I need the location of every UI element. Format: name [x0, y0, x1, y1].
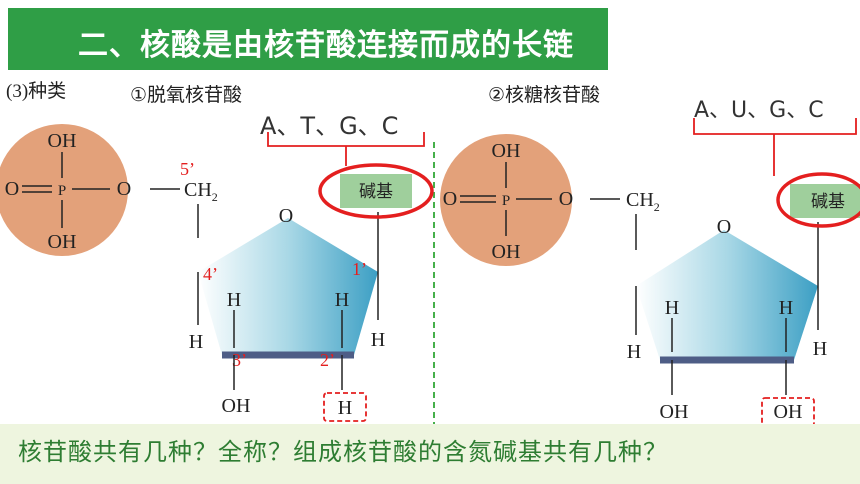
- pentose-ring: [636, 230, 818, 360]
- title-bar: 二、核酸是由核苷酸连接而成的长链: [8, 8, 608, 70]
- phosphate-oh-bottom: OH: [492, 241, 521, 263]
- h-c1-inner: H: [779, 297, 793, 319]
- carbon-2: 2’: [320, 350, 335, 370]
- ribo-bases: A、U、G、C: [694, 98, 824, 123]
- base-box-label: 碱基: [811, 192, 845, 211]
- question-text: 核苷酸共有几种？全称？组成核苷酸的含氮碱基共有几种？: [18, 438, 668, 466]
- carbon-3: 3’: [232, 350, 247, 370]
- ring-o: O: [717, 216, 731, 238]
- base-highlight: [318, 163, 434, 219]
- base-box: [340, 174, 412, 208]
- ch2-label: CH2: [626, 189, 660, 214]
- ribo-heading: ②核糖核苷酸: [488, 84, 601, 106]
- h-c4-inner: H: [227, 289, 241, 311]
- bases-bracket: [693, 118, 857, 176]
- carbon-1: 1’: [352, 259, 367, 279]
- carbon-5: 5’: [180, 159, 195, 179]
- base-box-label: 碱基: [359, 182, 393, 201]
- phosphate-circle: [0, 124, 128, 256]
- question-bar: [0, 424, 860, 484]
- page-title: 二、核酸是由核苷酸连接而成的长链: [78, 28, 574, 63]
- h-c1-outer: H: [371, 329, 385, 351]
- h-c1-inner: H: [335, 289, 349, 311]
- pentose-ring: [198, 218, 378, 355]
- phosphate-p: P: [502, 193, 510, 209]
- h-c2: H: [338, 397, 352, 419]
- h-c4-inner: H: [665, 297, 679, 319]
- carbon-4: 4’: [203, 264, 218, 284]
- phosphate-p: P: [58, 183, 66, 199]
- category-label: (3)种类: [6, 81, 67, 102]
- deoxy-nucleotide: OH O P O OH CH2 O 5’ 4’ 1’ 3’ 2’ H H H H…: [0, 124, 434, 422]
- phosphate-oh-bottom: OH: [48, 231, 77, 253]
- h-c4-outer: H: [627, 341, 641, 363]
- base-highlight: [776, 172, 860, 228]
- phosphate-oh-top: OH: [48, 130, 77, 152]
- phosphate-oh-top: OH: [492, 140, 521, 162]
- phosphate-o-right: O: [559, 188, 573, 210]
- ch2-label: CH2: [184, 179, 218, 204]
- oh-c3: OH: [660, 401, 689, 423]
- h-c2-highlight: [323, 392, 367, 422]
- deoxy-heading: ①脱氧核苷酸: [130, 84, 243, 106]
- ribo-nucleotide: OH O P O OH CH2 O H H H H OH OH 碱基: [440, 118, 860, 427]
- phosphate-o-right: O: [117, 178, 131, 200]
- oh-c3: OH: [222, 395, 251, 417]
- bases-bracket: [267, 132, 425, 166]
- phosphate-o-left: O: [443, 188, 457, 210]
- h-c1-outer: H: [813, 338, 827, 360]
- phosphate-circle: [440, 134, 572, 266]
- h-c4-outer: H: [189, 331, 203, 353]
- deoxy-bases: A、T、G、C: [260, 112, 399, 140]
- phosphate-o-left: O: [5, 178, 19, 200]
- oh-c2: OH: [774, 401, 803, 423]
- ring-o: O: [279, 205, 293, 227]
- base-box: [790, 184, 860, 218]
